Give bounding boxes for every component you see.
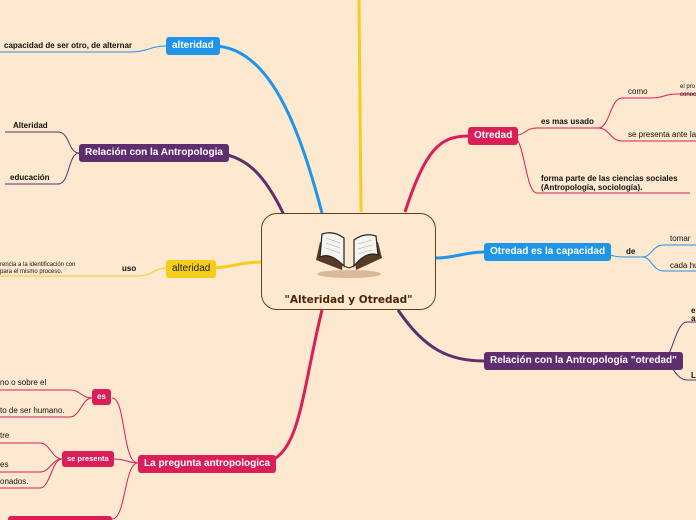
text-cada-hu: cada hu [670,261,696,270]
text-rel-otredad-e: e [691,306,696,315]
link-antropologia-alteridad [5,131,80,154]
link-antropologia-educacion [5,152,80,185]
text-es-mas-usado: es mas usado [541,117,594,126]
central-topic-title: "Alteridad y Otredad" [284,294,413,306]
link-uso-detail [0,267,167,277]
node-bottom-partial[interactable] [8,516,112,520]
node-otredad-capacidad[interactable]: Otredad es la capacidad [484,243,612,261]
node-alteridad-top[interactable]: alteridad [166,37,220,55]
link-center-otredad [403,134,469,213]
text-como-detail-2: conoc [680,92,696,98]
node-otredad[interactable]: Otredad [468,127,519,145]
text-sepresenta-line2: es [0,460,9,469]
text-se-presenta-ante: se presenta ante la [628,130,696,139]
text-uso-line2: para el mismo proceso. [0,269,63,275]
node-relacion-antropologia[interactable]: Relación con la Antropologia [79,144,229,162]
link-de-tomar [641,244,696,258]
text-educacion-item: educación [10,173,50,182]
link-pregunta-es [111,397,139,464]
link-pregunta-bottom [111,462,139,520]
link-como-detail [651,93,696,99]
node-es[interactable]: es [92,389,111,405]
text-sepresenta-line3: onados. [0,477,29,486]
link-center-uso [209,260,262,270]
link-otredad-masusado [511,127,598,137]
text-rel-otredad-a: a [691,314,696,323]
link-center-capacidad [435,250,485,260]
text-capacidad-ser-otro: capacidad de ser otro, de alternar [4,41,133,50]
link-center-pregunta [257,309,324,465]
central-topic-node[interactable]: "Alteridad y Otredad" [261,213,436,310]
text-uso-line1: rencia a la identificación con [0,262,76,268]
text-alteridad-item: Alteridad [13,121,48,130]
text-forma-parte-1: forma parte de las ciencias sociales [541,174,678,183]
text-es-line1: no o sobre el [0,378,47,387]
text-sepresenta-line1: tre [0,431,10,440]
text-forma-parte-2: (Antropología, sociología). [541,183,643,192]
node-pregunta-antropologica[interactable]: La pregunta antropologica [138,455,277,473]
text-tomar: tomar [670,234,691,243]
link-center-alteridad [211,44,324,214]
link-alteridad-detail [0,45,167,53]
link-sepresenta-line1 [0,442,63,460]
text-uso-connector: uso [122,264,137,273]
link-top-trunk [357,0,363,213]
link-es-line2 [0,397,93,418]
node-se-presenta[interactable]: se presenta [62,451,114,467]
open-book-icon [316,232,382,278]
link-sepresenta-line3 [0,458,63,489]
link-masusado-presenta [597,127,696,142]
text-de-connector: de [626,247,636,256]
text-como-detail-1: el pro [680,84,696,90]
link-center-antropologia [210,151,286,216]
link-center-relotredad [396,309,485,363]
link-de-cada [641,256,696,272]
link-es-line1 [0,389,93,399]
text-rel-otredad-l: L [691,371,696,380]
text-es-line2: to de ser humano. [0,406,65,415]
node-relacion-otredad[interactable]: Relación con la Antropología "otredad" [484,352,683,370]
link-masusado-como [597,97,652,129]
node-alteridad-uso[interactable]: alteridad [166,260,217,278]
link-pregunta-sepresenta [113,458,139,464]
text-como: como [628,87,648,96]
